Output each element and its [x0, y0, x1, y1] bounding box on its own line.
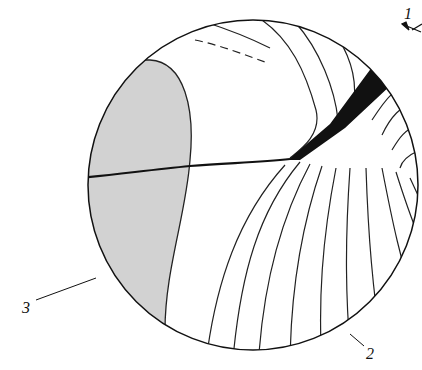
callout-arrow [402, 22, 421, 32]
callout-number: 3 [22, 300, 30, 316]
callout-number: 2 [366, 346, 374, 362]
grey-region [60, 60, 191, 370]
crack-wedge [288, 30, 420, 160]
crack-line [80, 159, 290, 178]
field-circle [88, 20, 418, 350]
flow-lines [195, 20, 422, 370]
callout-number: 1 [404, 6, 412, 22]
leader-line-3 [36, 278, 96, 300]
micrograph-content [60, 20, 422, 370]
leader-line-2 [350, 334, 364, 346]
